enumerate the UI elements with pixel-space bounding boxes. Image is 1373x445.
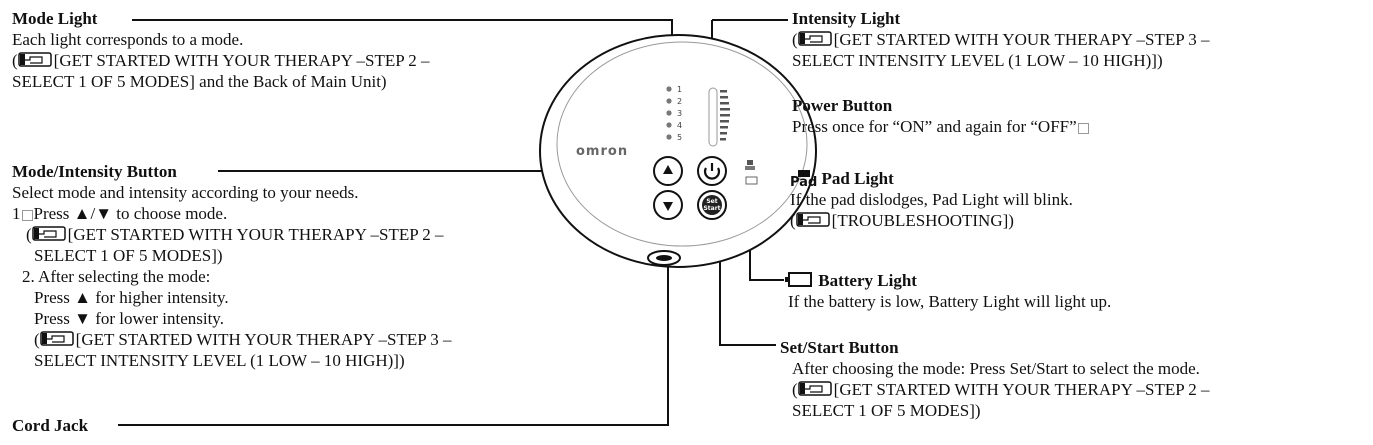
intensity-bar xyxy=(708,87,718,147)
cord-jack-callout: Cord Jack xyxy=(12,415,88,436)
power-button-callout: Power Button Press once for “ON” and aga… xyxy=(792,95,1090,137)
power-button-title: Power Button xyxy=(792,96,893,115)
intensity-light-title: Intensity Light xyxy=(792,9,901,28)
mode-intensity-up: Press ▲ for higher intensity. xyxy=(34,288,229,307)
battery-light-desc: If the battery is low, Battery Light wil… xyxy=(788,292,1112,311)
mode-light-desc: Each light corresponds to a mode. xyxy=(12,30,244,49)
reference-hand-icon xyxy=(795,211,830,228)
intensity-ticks xyxy=(720,90,730,141)
power-button xyxy=(697,156,727,186)
svg-text:Start: Start xyxy=(703,205,720,212)
power-button-desc: Press once for “ON” and again for “OFF” xyxy=(792,117,1077,136)
mode-intensity-title: Mode/Intensity Button xyxy=(12,162,177,181)
pad-light-ref: [TROUBLESHOOTING]) xyxy=(831,211,1014,230)
mode-intensity-down: Press ▼ for lower intensity. xyxy=(34,309,224,328)
battery-indicator xyxy=(745,176,758,185)
set-start-ref: [GET STARTED WITH YOUR THERAPY –STEP 2 – xyxy=(833,380,1210,399)
set-start-button: Set Start xyxy=(697,190,727,220)
mode-intensity-step1: Press ▲/▼ to choose mode. xyxy=(33,204,228,223)
set-start-ref2: SELECT 1 OF 5 MODES]) xyxy=(792,401,981,420)
svg-text:Set: Set xyxy=(706,198,717,205)
mode-light-title: Mode Light xyxy=(12,9,98,28)
device-body xyxy=(539,34,817,268)
set-start-title: Set/Start Button xyxy=(780,338,899,357)
reference-hand-icon xyxy=(31,225,66,242)
intensity-light-callout: Intensity Light ([GET STARTED WITH YOUR … xyxy=(792,9,1210,70)
battery-light-title: Battery Light xyxy=(818,271,917,290)
down-button xyxy=(653,190,683,220)
pad-light-callout: Pad Pad Light If the pad dislodges, Pad … xyxy=(790,169,1073,230)
pad-light-title: Pad Light xyxy=(821,169,894,188)
up-button xyxy=(653,156,683,186)
pad-icon: Pad xyxy=(790,170,817,189)
mode-intensity-step2: 2. After selecting the mode: xyxy=(22,267,211,286)
brand-logo: omron xyxy=(576,144,628,159)
mode-number-2: 2 xyxy=(677,97,682,106)
pad-light-desc: If the pad dislodges, Pad Light will bli… xyxy=(790,190,1073,209)
intensity-light-ref: [GET STARTED WITH YOUR THERAPY –STEP 3 – xyxy=(833,30,1210,49)
mode-number-1: 1 xyxy=(677,85,682,94)
reference-hand-icon xyxy=(797,30,832,47)
battery-icon xyxy=(785,272,812,287)
battery-light-callout: Battery Light If the battery is low, Bat… xyxy=(785,270,1112,312)
mode-intensity-step2-ref: [GET STARTED WITH YOUR THERAPY –STEP 3 – xyxy=(75,330,452,349)
mode-lights xyxy=(666,86,672,140)
intensity-light-ref2: SELECT INTENSITY LEVEL (1 LOW – 10 HIGH)… xyxy=(792,51,1163,70)
mode-intensity-step1-ref2: SELECT 1 OF 5 MODES]) xyxy=(34,246,223,265)
mode-intensity-desc: Select mode and intensity according to y… xyxy=(12,183,359,202)
mode-number-5: 5 xyxy=(677,133,682,142)
reference-hand-icon xyxy=(39,330,74,347)
reference-hand-icon xyxy=(797,380,832,397)
pad-indicator xyxy=(745,160,755,170)
reference-hand-icon xyxy=(17,51,52,68)
mode-intensity-callout: Mode/Intensity Button Select mode and in… xyxy=(12,162,452,370)
mode-intensity-step1-ref: [GET STARTED WITH YOUR THERAPY –STEP 2 – xyxy=(67,225,444,244)
mode-number-4: 4 xyxy=(677,121,682,130)
mode-light-ref: [GET STARTED WITH YOUR THERAPY –STEP 2 – xyxy=(53,51,430,70)
mode-number-3: 3 xyxy=(677,109,682,118)
cord-jack-title: Cord Jack xyxy=(12,416,89,435)
set-start-callout: Set/Start Button After choosing the mode… xyxy=(780,338,1210,420)
mode-numbers: 1 2 3 4 5 xyxy=(677,85,682,142)
small-square-icon xyxy=(21,209,33,221)
mode-light-callout: Mode Light Each light corresponds to a m… xyxy=(12,9,430,91)
set-start-desc: After choosing the mode: Press Set/Start… xyxy=(792,359,1200,378)
mode-light-ref2: SELECT 1 OF 5 MODES] and the Back of Mai… xyxy=(12,72,387,91)
mode-intensity-step2-ref2: SELECT INTENSITY LEVEL (1 LOW – 10 HIGH)… xyxy=(34,351,405,370)
cord-jack-port xyxy=(647,250,681,266)
small-square-icon xyxy=(1077,122,1089,134)
